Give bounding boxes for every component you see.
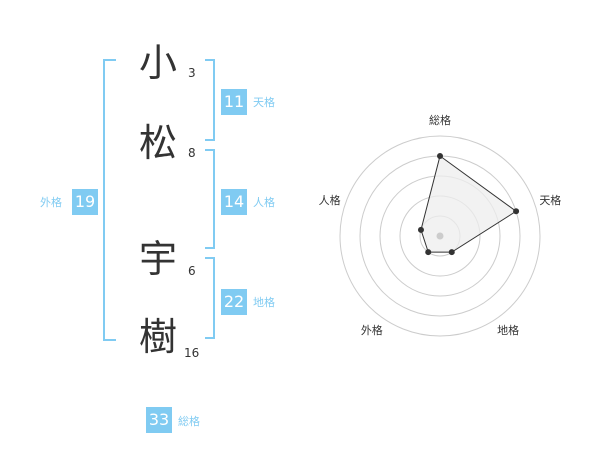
chikaku-value: 22 [221, 289, 247, 315]
radar-axis-label-5: 人格 [319, 193, 341, 207]
radar-center-dot [436, 232, 444, 240]
radar-point-2 [513, 208, 520, 215]
radar-axis-label-3: 地格 [497, 323, 519, 337]
radar-point-4 [425, 249, 432, 256]
tenkaku-value: 11 [221, 89, 247, 115]
jinkaku-bracket [205, 149, 215, 249]
name-char-1: 小 [138, 41, 177, 85]
soukaku-value: 33 [146, 407, 172, 433]
radar-point-5 [417, 226, 424, 233]
chikaku-label: 地格 [253, 296, 275, 309]
radar-polygon [420, 155, 517, 253]
radar-axis-label-4: 外格 [361, 323, 383, 337]
radar-axis-label-2: 天格 [539, 193, 561, 207]
stroke-count-4: 16 [184, 346, 200, 360]
name-char-2: 松 [138, 121, 177, 165]
stroke-count-1: 3 [188, 66, 196, 80]
name-char-4: 樹 [138, 315, 177, 359]
gaikaku-label: 外格 [40, 196, 62, 209]
radar-ring-5 [339, 135, 541, 337]
tenkaku-bracket [205, 59, 215, 141]
gaikaku-value: 19 [72, 189, 98, 215]
soukaku-label: 総格 [178, 415, 200, 428]
radar-point-3 [448, 249, 455, 256]
stroke-count-3: 6 [188, 264, 196, 278]
chikaku-bracket [205, 257, 215, 339]
tenkaku-label: 天格 [253, 96, 275, 109]
stroke-count-2: 8 [188, 146, 196, 160]
gaikaku-bracket [103, 59, 116, 341]
name-char-3: 宇 [138, 237, 177, 281]
radar-points [417, 153, 520, 256]
radar-axis-label-1: 総格 [429, 113, 451, 127]
jinkaku-value: 14 [221, 189, 247, 215]
radar-point-1 [437, 153, 443, 159]
jinkaku-label: 人格 [253, 196, 275, 209]
